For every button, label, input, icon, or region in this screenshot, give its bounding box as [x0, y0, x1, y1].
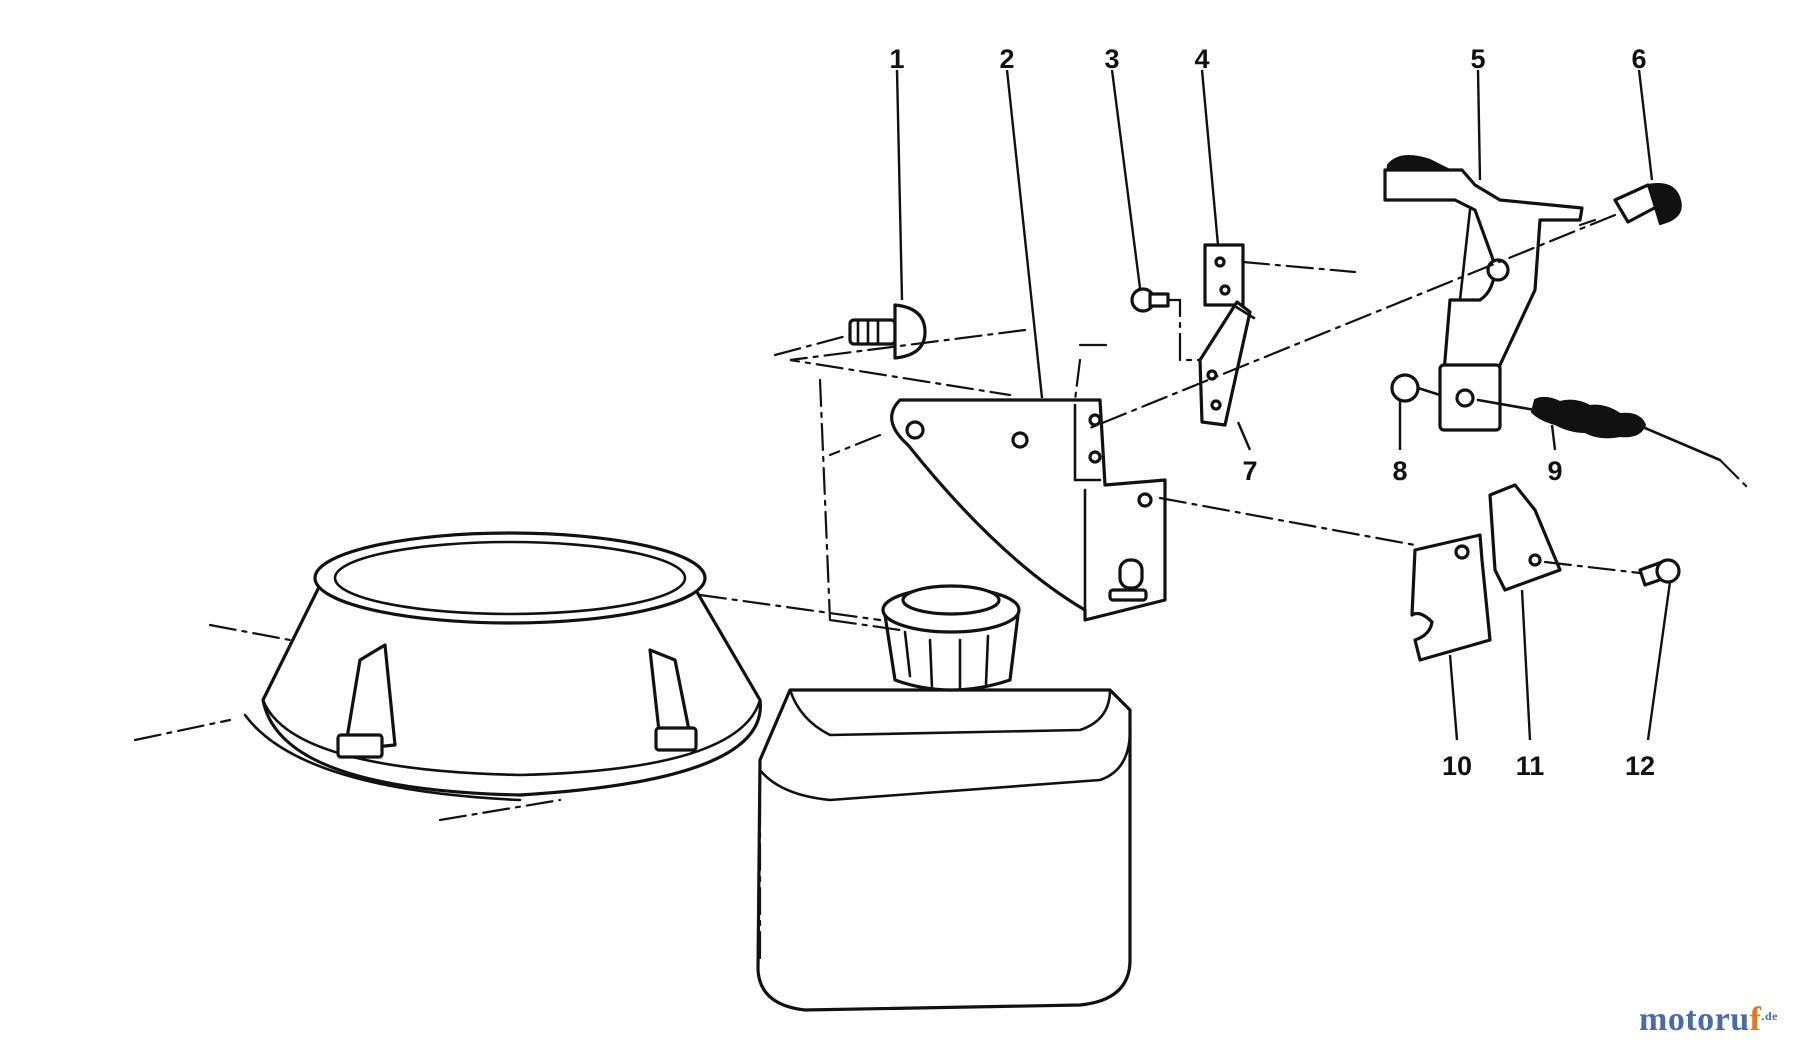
- part-12-screw: [1543, 558, 1681, 587]
- part-4-clip: [1203, 243, 1357, 307]
- part-10-plate: [1158, 496, 1492, 662]
- callout-8: 8: [1392, 456, 1407, 486]
- fuel-cap: [881, 584, 1021, 692]
- part-3-screw: [1130, 287, 1207, 362]
- fuel-tank: [756, 688, 1132, 1012]
- callout-leaders: [895, 69, 1672, 741]
- callout-6: 6: [1631, 44, 1646, 74]
- part-6-screw: [1083, 183, 1682, 432]
- recoil-housing: [133, 531, 762, 822]
- callout-11: 11: [1516, 751, 1545, 781]
- watermark-tld: .de: [1761, 1009, 1778, 1023]
- part-8-ball: [1390, 373, 1442, 403]
- callout-numbers: 1 2 3 4 5 6 7 8 9 10 11 12: [889, 44, 1655, 781]
- callout-2: 2: [999, 44, 1014, 74]
- callout-7: 7: [1242, 456, 1257, 486]
- callout-12: 12: [1625, 751, 1655, 781]
- callout-3: 3: [1104, 44, 1119, 74]
- watermark-accent: f: [1749, 1001, 1762, 1038]
- part-11-bracket: [1488, 483, 1562, 592]
- watermark-main: motoru: [1639, 1001, 1750, 1038]
- callout-1: 1: [889, 44, 904, 74]
- part-2-bracket: [789, 328, 1167, 622]
- callout-5: 5: [1470, 44, 1485, 74]
- part-5-throttle-lever: [1383, 155, 1584, 432]
- part-7-link: [1198, 300, 1256, 427]
- callout-9: 9: [1547, 456, 1562, 486]
- part-1-bolt: [773, 303, 927, 360]
- part-9-cable: [1476, 396, 1752, 492]
- callout-4: 4: [1194, 44, 1209, 74]
- callout-10: 10: [1442, 751, 1472, 781]
- watermark-logo: motoruf.de: [1639, 1001, 1778, 1039]
